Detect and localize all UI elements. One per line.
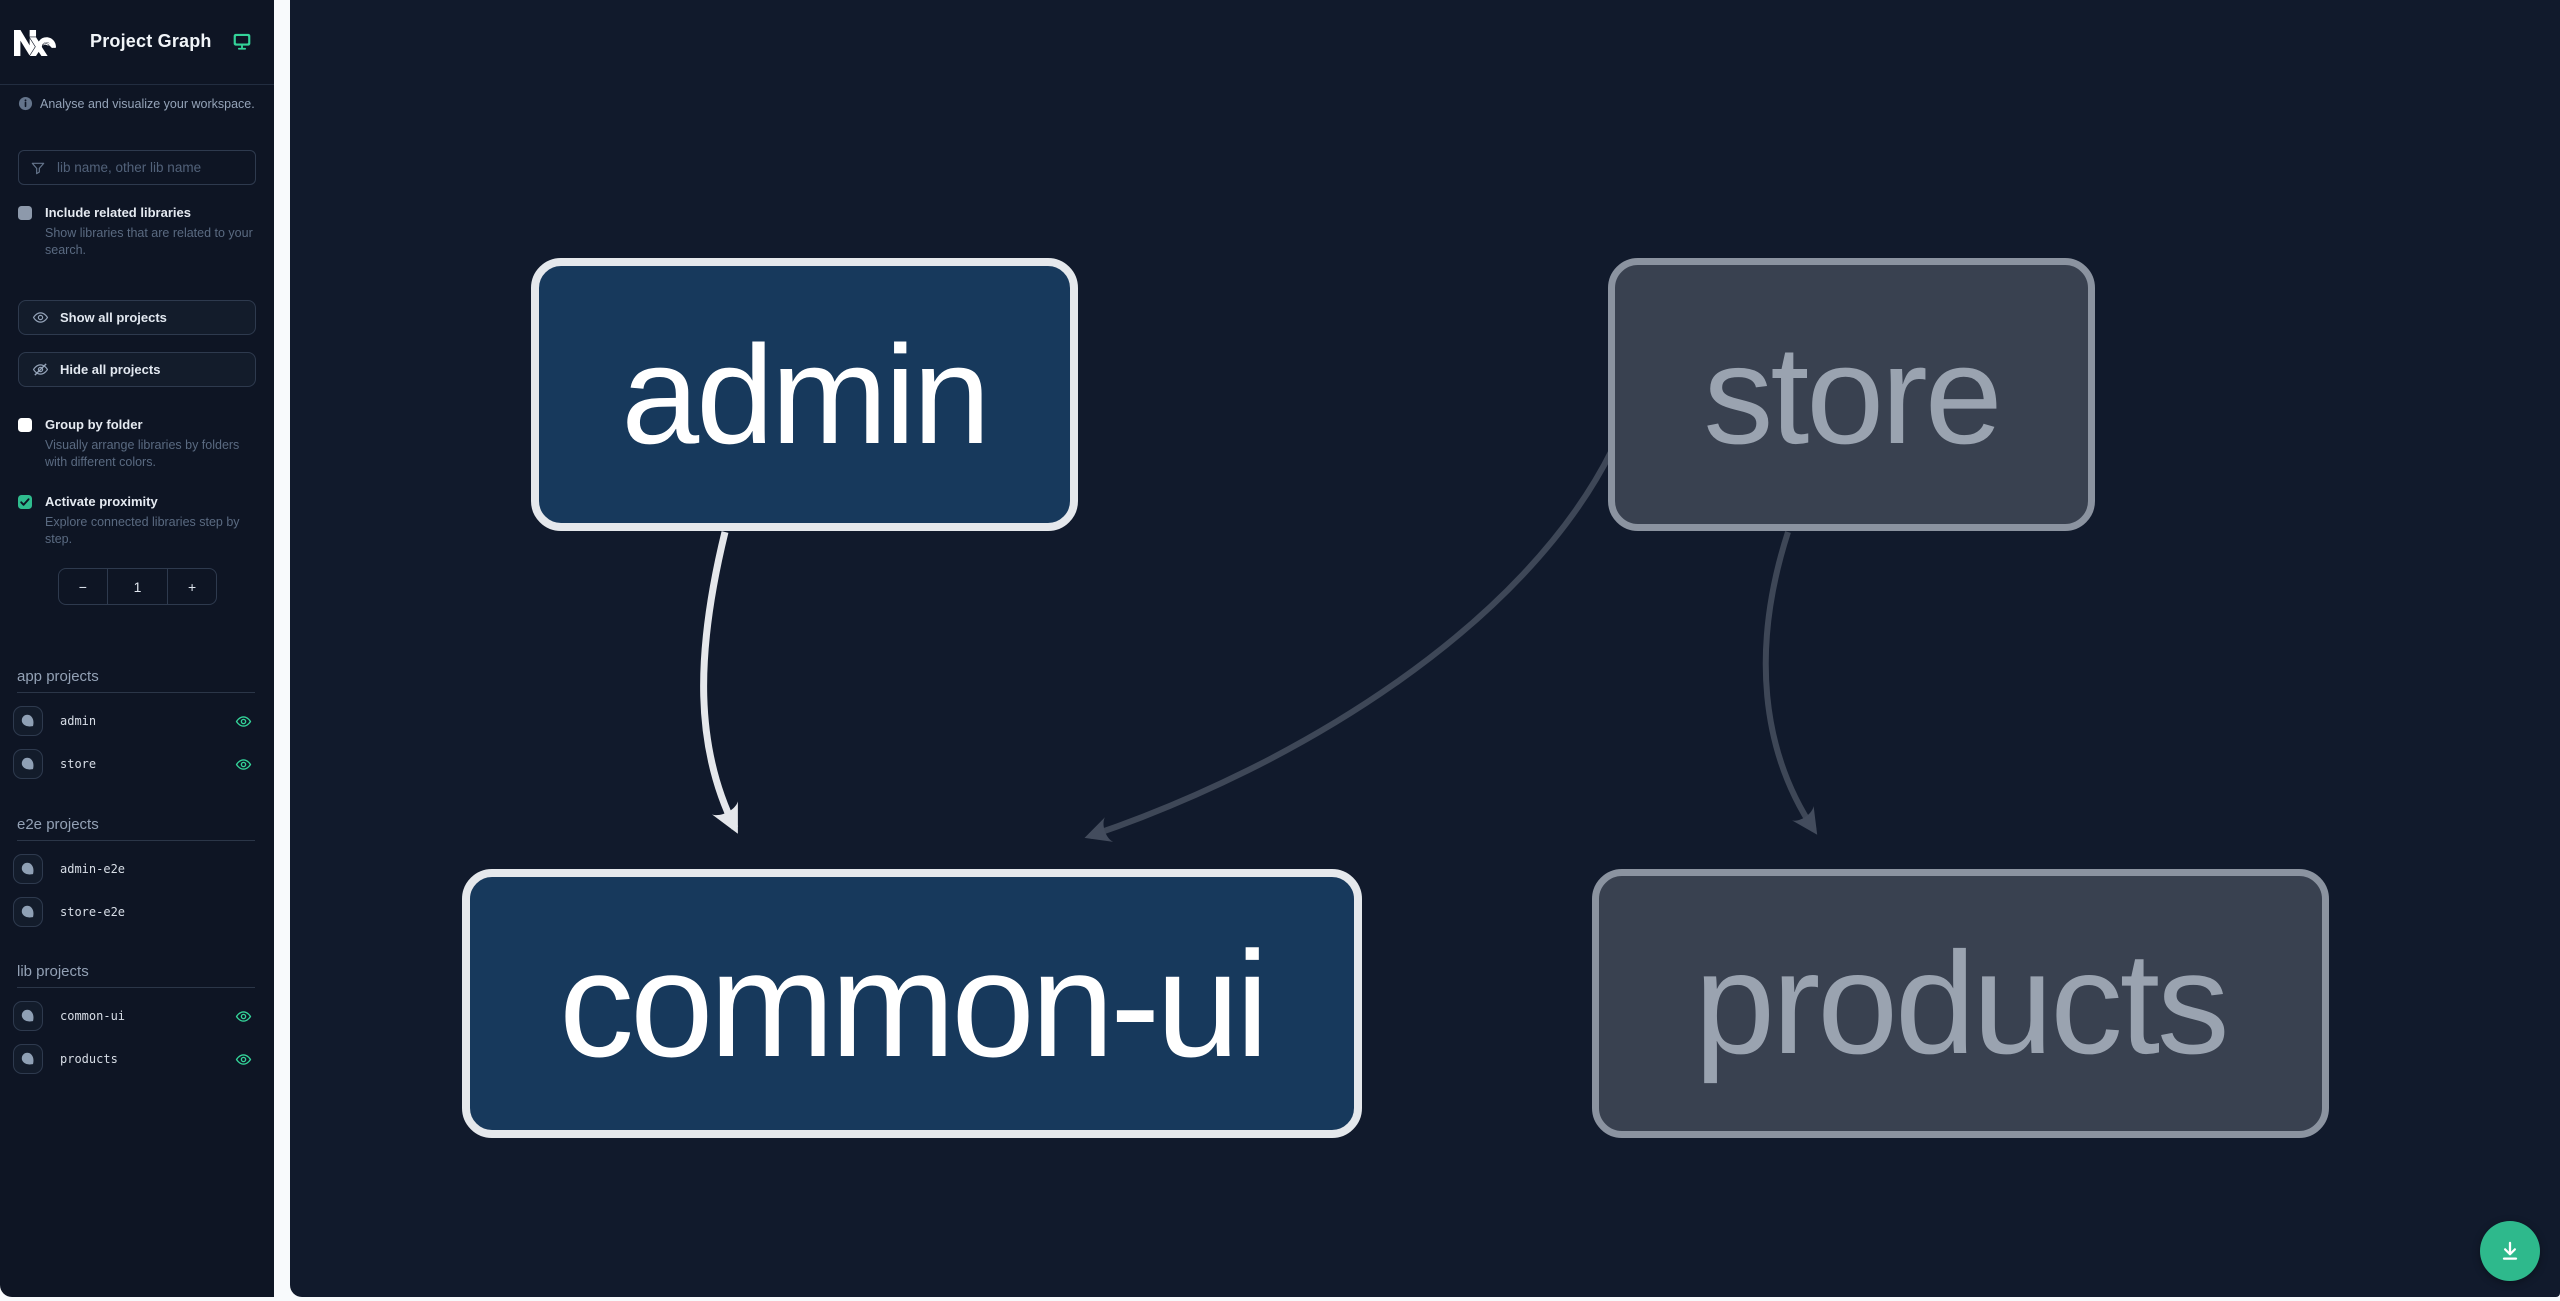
check-icon: [20, 497, 30, 506]
sidebar-header: Project Graph: [0, 0, 274, 85]
section-lib-projects: lib projects common-ui products: [13, 963, 255, 1074]
hide-all-projects-button[interactable]: Hide all projects: [18, 352, 256, 387]
include-related-label: Include related libraries: [45, 205, 191, 220]
edge-store-to-products: [1762, 531, 1818, 835]
section-title: app projects: [17, 668, 255, 693]
download-graph-button[interactable]: [2480, 1221, 2540, 1281]
graph-canvas[interactable]: admin store common-ui products: [290, 0, 2560, 1297]
graph-node-admin[interactable]: admin: [531, 258, 1078, 531]
project-row-store-e2e: store-e2e: [13, 897, 255, 927]
project-row-common-ui: common-ui: [13, 1001, 255, 1031]
hide-all-projects-label: Hide all projects: [60, 362, 161, 377]
filter-input[interactable]: [57, 160, 255, 175]
project-name: products: [60, 1052, 118, 1066]
group-by-folder-description: Visually arrange libraries by folders wi…: [45, 438, 240, 469]
pin-icon: [21, 905, 34, 918]
workspace-tagline: Analyse and visualize your workspace.: [18, 96, 255, 111]
sidebar: Project Graph Analyse and visualize your…: [0, 0, 274, 1297]
dependency-edges: [700, 448, 1818, 842]
show-all-projects-label: Show all projects: [60, 310, 167, 325]
show-all-projects-button[interactable]: Show all projects: [18, 300, 256, 335]
project-row-products: products: [13, 1044, 255, 1074]
pin-icon: [21, 757, 34, 770]
activate-proximity-description: Explore connected libraries step by step…: [45, 515, 240, 546]
pin-icon: [21, 1009, 34, 1022]
pin-icon: [21, 1052, 34, 1065]
project-name: store: [60, 757, 97, 771]
funnel-icon: [19, 160, 57, 176]
graph-node-products[interactable]: products: [1592, 869, 2329, 1138]
project-row-admin: admin: [13, 706, 255, 736]
toggle-visibility-eye-icon[interactable]: [235, 756, 252, 773]
focus-project-button[interactable]: [13, 706, 43, 736]
section-app-projects: app projects admin store: [13, 668, 255, 779]
toggle-visibility-eye-icon[interactable]: [235, 1051, 252, 1068]
toggle-visibility-eye-icon[interactable]: [235, 713, 252, 730]
toggle-visibility-eye-icon[interactable]: [235, 1008, 252, 1025]
group-by-folder-label: Group by folder: [45, 417, 143, 432]
focus-project-button[interactable]: [13, 854, 43, 884]
edge-admin-to-common-ui: [700, 531, 739, 834]
pin-icon: [21, 714, 34, 727]
node-label: products: [1694, 922, 2229, 1084]
group-by-folder-checkbox[interactable]: [18, 417, 32, 432]
project-name: store-e2e: [60, 905, 126, 919]
tagline-text: Analyse and visualize your workspace.: [40, 97, 255, 111]
focus-project-button[interactable]: [13, 897, 43, 927]
include-related-checkbox[interactable]: [18, 205, 32, 220]
stepper-decrement-button[interactable]: −: [78, 578, 87, 595]
node-label: admin: [621, 315, 990, 473]
include-related-description: Show libraries that are related to your …: [45, 226, 253, 257]
node-label: store: [1703, 315, 2002, 473]
page-title: Project Graph: [90, 31, 212, 51]
stepper-increment-button[interactable]: +: [188, 578, 197, 595]
nx-logo-icon: [14, 29, 56, 57]
pin-icon: [21, 862, 34, 875]
project-row-admin-e2e: admin-e2e: [13, 854, 255, 884]
node-label: common-ui: [559, 919, 1269, 1088]
focus-project-button[interactable]: [13, 1044, 43, 1074]
graph-node-store[interactable]: store: [1608, 258, 2095, 531]
info-icon: [18, 96, 33, 111]
option-include-related: Include related libraries Show libraries…: [18, 205, 253, 259]
section-title: e2e projects: [17, 816, 255, 841]
edge-store-to-common-ui: [1084, 448, 1615, 842]
stepper-value: 1: [106, 569, 169, 604]
option-group-by-folder: Group by folder Visually arrange librari…: [18, 417, 242, 471]
project-name: admin: [60, 714, 97, 728]
eye-icon: [32, 312, 49, 323]
focus-project-button[interactable]: [13, 749, 43, 779]
project-row-store: store: [13, 749, 255, 779]
section-e2e-projects: e2e projects admin-e2e store-e2e: [13, 816, 255, 927]
eye-off-icon: [32, 363, 49, 376]
activate-proximity-label: Activate proximity: [45, 494, 158, 509]
project-name: admin-e2e: [60, 862, 126, 876]
activate-proximity-checkbox[interactable]: [18, 494, 32, 509]
project-filter: [18, 150, 256, 185]
graph-node-common-ui[interactable]: common-ui: [462, 869, 1362, 1138]
focus-project-button[interactable]: [13, 1001, 43, 1031]
section-title: lib projects: [17, 963, 255, 988]
monitor-icon[interactable]: [232, 31, 252, 51]
download-icon: [2502, 1241, 2518, 1260]
proximity-stepper: − 1 +: [58, 568, 217, 605]
project-name: common-ui: [60, 1009, 126, 1023]
option-activate-proximity: Activate proximity Explore connected lib…: [18, 494, 242, 548]
